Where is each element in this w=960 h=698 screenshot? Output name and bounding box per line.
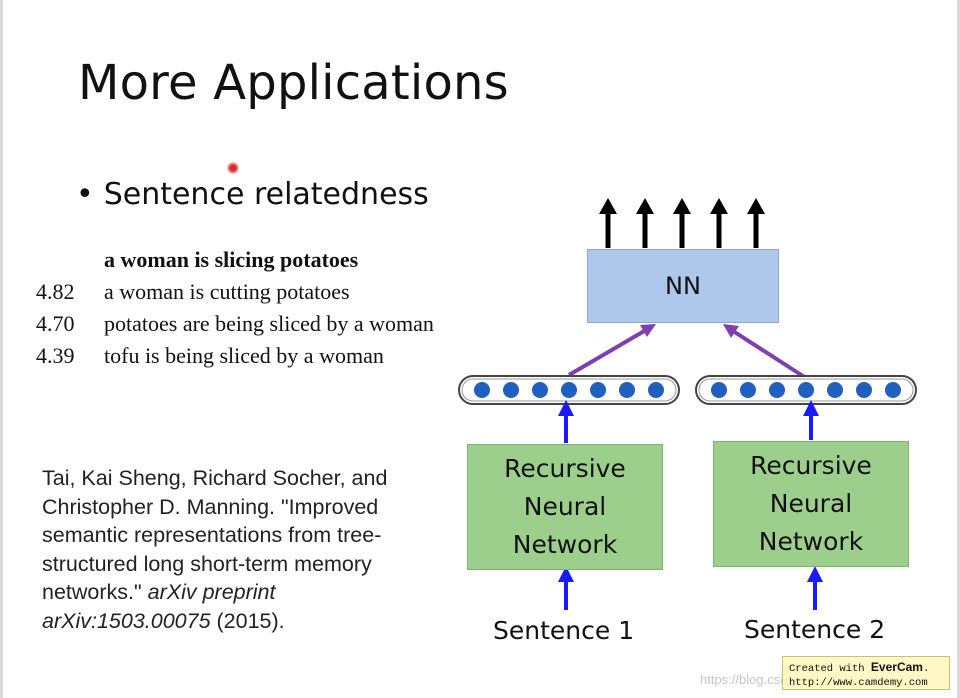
evercam-suffix: .: [922, 663, 930, 675]
rnn-label-line: Neural: [523, 492, 607, 521]
sentence-2-label: Sentence 2: [744, 615, 886, 644]
bullet-item: • Sentence relatedness: [76, 177, 429, 212]
rnn-label-line: Recursive: [504, 454, 626, 483]
output-arrow-icon: [673, 198, 691, 248]
bullet-marker: •: [76, 177, 94, 212]
bullet-text: Sentence relatedness: [103, 177, 429, 212]
slide-title: More Applications: [78, 55, 509, 111]
example-row: 4.82 a woman is cutting potatoes: [36, 276, 434, 308]
citation: Tai, Kai Sheng, Richard Socher, and Chri…: [42, 464, 442, 635]
encode-arrow-right-icon: [803, 400, 819, 440]
slide-canvas: [3, 0, 957, 698]
sentence-vector-right: [695, 375, 917, 405]
nn-label: NN: [665, 272, 701, 300]
example-score: 4.70: [36, 311, 75, 336]
sentence-vector-left: [458, 375, 680, 405]
evercam-brand: EverCam: [870, 660, 923, 674]
output-arrow-icon: [710, 198, 728, 248]
example-score: 4.39: [36, 343, 75, 368]
example-text: a woman is cutting potatoes: [104, 279, 350, 304]
combine-arrow-left-icon: [567, 324, 656, 377]
input-arrow-right-icon: [807, 566, 823, 610]
citation-line: networks." arXiv preprint: [42, 578, 442, 607]
citation-venue: arXiv preprint: [147, 580, 276, 604]
window-edge-right: [957, 0, 960, 698]
citation-line: structured long short-term memory: [42, 551, 372, 576]
laser-pointer-icon: [227, 162, 239, 174]
example-row: 4.70 potatoes are being sliced by a woman: [36, 308, 434, 340]
rnn-label-line: Network: [758, 527, 864, 556]
combine-arrow-right-icon: [723, 324, 808, 380]
output-arrows: [599, 198, 765, 248]
rnn-label-line: Network: [512, 530, 618, 559]
rnn-label-line: Recursive: [750, 451, 872, 480]
evercam-badge[interactable]: Created with EverCam. http://www.camdemy…: [782, 656, 950, 690]
output-arrow-icon: [636, 198, 654, 248]
evercam-prefix: Created with: [789, 663, 871, 675]
example-row: 4.39 tofu is being sliced by a woman: [36, 340, 434, 372]
example-score: 4.82: [36, 279, 75, 304]
input-arrow-left-icon: [558, 566, 574, 610]
nn-box: NN: [587, 249, 779, 323]
encode-arrow-left-icon: [558, 400, 574, 443]
evercam-url[interactable]: http://www.camdemy.com: [789, 677, 928, 689]
evercam-line: Created with EverCam.: [789, 660, 943, 676]
citation-line: semantic representations from tree-: [42, 523, 382, 547]
example-text: potatoes are being sliced by a woman: [104, 311, 434, 336]
output-arrow-icon: [599, 198, 617, 248]
recursive-network-left: Recursive Neural Network: [467, 444, 663, 570]
window-edge-left: [0, 0, 3, 698]
citation-text: networks.": [42, 580, 148, 604]
recursive-network-right: Recursive Neural Network: [713, 441, 909, 567]
citation-line: arXiv:1503.00075 (2015).: [42, 607, 442, 636]
citation-line: Christopher D. Manning. "Improved: [42, 494, 379, 519]
citation-year: (2015).: [210, 608, 285, 633]
rnn-label-line: Neural: [769, 489, 853, 518]
relatedness-examples: a woman is slicing potatoes 4.82 a woman …: [36, 244, 434, 372]
example-header: a woman is slicing potatoes: [104, 247, 359, 272]
output-arrow-icon: [747, 198, 765, 248]
sentence-1-label: Sentence 1: [493, 616, 635, 645]
citation-line: Tai, Kai Sheng, Richard Socher, and: [42, 466, 388, 490]
example-text: tofu is being sliced by a woman: [104, 343, 384, 368]
citation-arxiv-id: arXiv:1503.00075: [42, 608, 211, 633]
